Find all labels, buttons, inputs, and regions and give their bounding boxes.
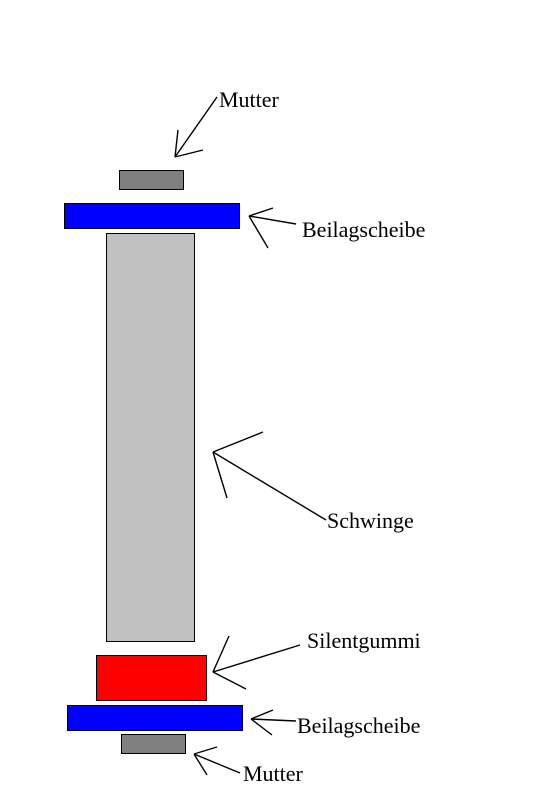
arrow-washer-top	[248, 207, 297, 249]
label-washer-top: Beilagscheibe	[302, 217, 426, 242]
label-washer-bottom: Beilagscheibe	[297, 713, 421, 738]
nut-top	[119, 170, 184, 190]
arrow-washer-bottom	[250, 709, 297, 736]
arrow-nut-bottom	[193, 746, 241, 776]
arrow-nut-top	[174, 96, 218, 158]
silent-rubber	[96, 655, 207, 701]
washer-bottom	[67, 705, 243, 731]
label-nut-top: Mutter	[219, 87, 279, 112]
arrow-rubber	[212, 635, 301, 690]
label-silent-rubber: Silentgummi	[307, 628, 421, 653]
label-swingarm: Schwinge	[327, 508, 414, 533]
swingarm	[106, 233, 195, 642]
washer-top	[64, 203, 240, 229]
nut-bottom	[121, 734, 186, 754]
label-nut-bottom: Mutter	[243, 761, 303, 786]
arrow-swingarm	[212, 431, 327, 521]
